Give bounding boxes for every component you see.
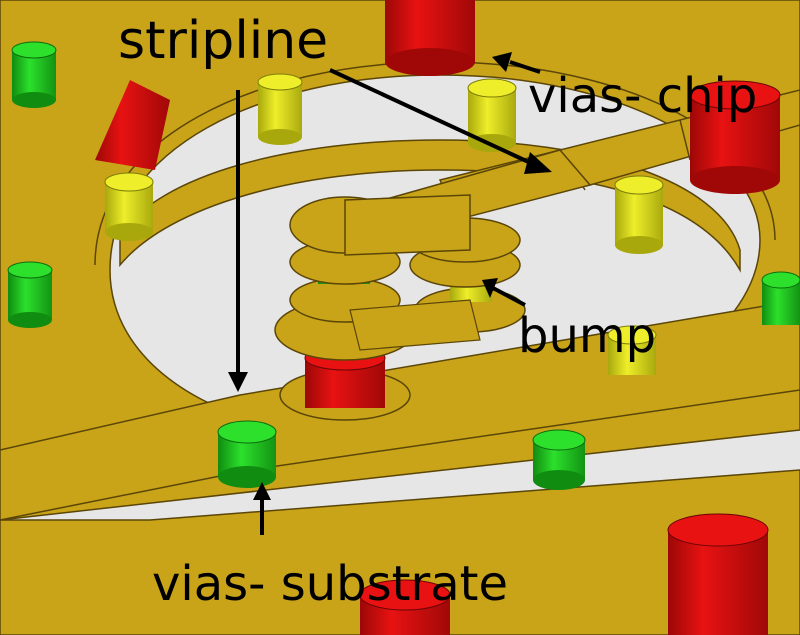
bump-trace [344, 194, 471, 256]
via-chip-top [689, 80, 781, 110]
arrow-vias-chip-head [492, 52, 512, 72]
via-chip-bottom [690, 166, 780, 194]
arrow-stripline-right-head [524, 152, 552, 174]
bottom-metal-plane [0, 469, 800, 635]
via-inner-top [467, 78, 517, 98]
via-substrate-bottom [12, 92, 56, 108]
via-inner [258, 82, 302, 137]
via-substrate-top [217, 420, 277, 444]
bump-trace [349, 299, 481, 351]
via-chip-bottom [385, 48, 475, 76]
via-substrate-bottom [8, 312, 52, 328]
via-substrate-top [11, 41, 57, 59]
arrow-bump [492, 286, 526, 307]
via-chip [668, 530, 768, 635]
via-inner-top [607, 325, 657, 345]
label-bump: bump [518, 308, 656, 364]
via-inner-bottom [258, 129, 302, 145]
via-chip [95, 80, 170, 170]
chip-vias [95, 0, 781, 635]
bump-stack [274, 194, 526, 421]
arrow-vias-chip [509, 60, 541, 74]
annotation-arrows [228, 52, 552, 535]
via-chip-top [667, 513, 769, 547]
via-substrate-bottom [218, 466, 276, 488]
via-substrate-top [532, 429, 586, 451]
via-chip-top [359, 579, 451, 611]
via-substrate-top [761, 271, 800, 289]
substrate-band [0, 299, 800, 521]
via-inner-top [614, 175, 664, 195]
via-inner-bottom [615, 236, 663, 254]
arrow-bump-head [482, 278, 498, 298]
label-stripline: stripline [118, 11, 328, 71]
arrow-stripline-right [329, 68, 536, 167]
stripline-edge [679, 119, 691, 161]
via-inner [615, 185, 663, 245]
via-inner-bottom [105, 223, 153, 241]
via-substrate-bottom [533, 470, 585, 490]
label-vias-chip: vias- chip [528, 68, 757, 124]
arrow-vias-substrate-head [253, 482, 271, 500]
via-substrate-top [7, 261, 53, 279]
label-vias-substrate: vias- substrate [152, 556, 508, 612]
via-inner-top [257, 73, 303, 91]
arrow-stripline-down-head [228, 372, 248, 392]
substrate-vias [7, 41, 800, 490]
via-inner-top [104, 172, 154, 192]
